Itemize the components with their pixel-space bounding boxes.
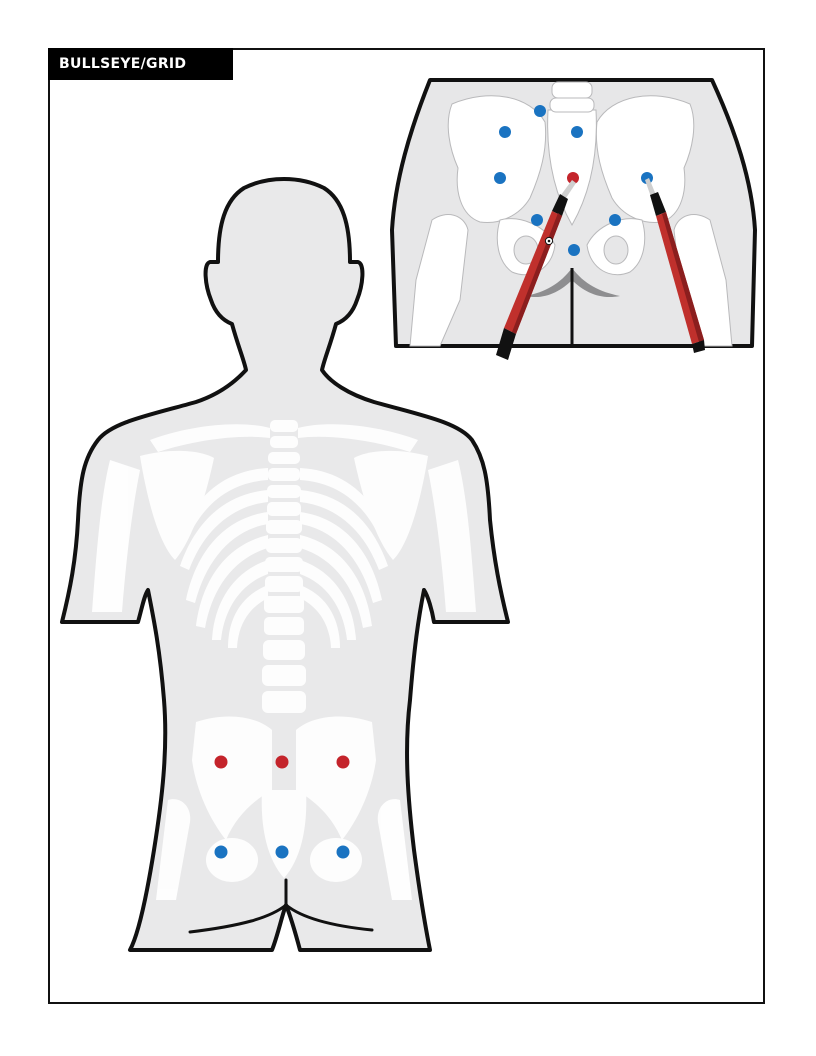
point-blue-marker <box>336 845 350 859</box>
point-blue-marker <box>571 126 583 138</box>
point-red-marker <box>275 755 289 769</box>
gluteal-line-right <box>284 903 374 932</box>
point-blue-marker <box>494 172 506 184</box>
point-blue-marker <box>609 214 621 226</box>
inset-points-blue <box>494 105 653 256</box>
pelvis-inset <box>390 78 757 360</box>
gluteal-line-left <box>188 878 288 934</box>
point-blue-marker <box>534 105 546 117</box>
probe-left-icon <box>496 180 576 360</box>
point-blue-marker <box>499 126 511 138</box>
torso-points-red <box>214 755 350 769</box>
torso-points-blue <box>214 845 350 859</box>
point-blue-marker <box>568 244 580 256</box>
torso-figure <box>60 177 510 952</box>
diagram-title: BULLSEYE/GRID <box>48 48 233 80</box>
probe-right-icon <box>645 178 705 353</box>
point-blue-marker <box>531 214 543 226</box>
cleft-shadow <box>526 268 620 298</box>
diagram-frame <box>48 48 765 1004</box>
point-red-marker <box>567 172 579 184</box>
point-red-marker <box>214 755 228 769</box>
point-blue-marker <box>214 845 228 859</box>
point-red-marker <box>336 755 350 769</box>
point-blue-marker <box>275 845 289 859</box>
torso-skeleton <box>92 420 476 900</box>
